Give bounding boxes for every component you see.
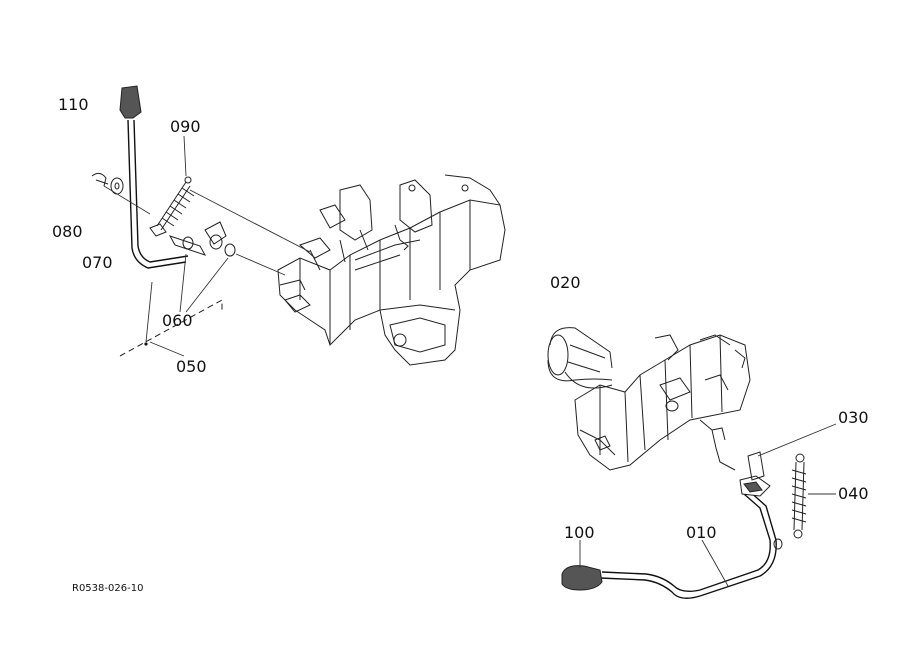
lower-leaders: [579, 423, 837, 587]
pin-080: [91, 172, 109, 187]
bushing-060b: [224, 243, 236, 257]
callout-040: 040: [838, 484, 869, 503]
callout-060: 060: [162, 311, 193, 330]
spring-090: [156, 176, 195, 231]
callout-010: 010: [686, 523, 717, 542]
reference-code: R0538-026-10: [72, 583, 143, 594]
pedal-rod-010: [599, 489, 777, 599]
callout-080: 080: [52, 222, 83, 241]
pedal-shaft-020: [547, 327, 613, 389]
upper-lever-assembly: [91, 85, 311, 357]
callout-020: 020: [550, 273, 581, 292]
lower-pedal-assembly: [561, 451, 807, 599]
spring-040: [791, 453, 807, 539]
callout-100: 100: [564, 523, 595, 542]
callout-070: 070: [82, 253, 113, 272]
pedal-pad-100: [561, 565, 603, 591]
assembly-bound-050: [119, 299, 223, 357]
callout-030: 030: [838, 408, 869, 427]
lower-frame-assembly: [547, 327, 751, 471]
lever-knob-110: [119, 85, 142, 119]
callout-110: 110: [58, 95, 89, 114]
upper-leaders: [149, 135, 229, 357]
upper-frame-assembly: [277, 174, 506, 366]
callout-090: 090: [170, 117, 201, 136]
callout-050: 050: [176, 357, 207, 376]
